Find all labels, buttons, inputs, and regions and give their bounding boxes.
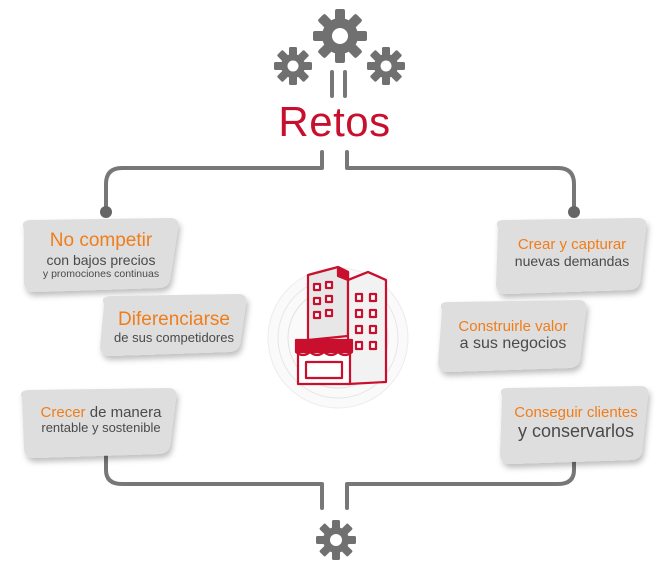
connector-dot-left	[100, 206, 112, 218]
gear-icon	[316, 520, 356, 560]
card-right-1	[496, 218, 647, 294]
store-building-icon	[267, 265, 409, 409]
challenge-card: Diferenciarse de sus competidores	[104, 309, 244, 346]
card-left-3	[20, 388, 177, 458]
connector-lines	[104, 70, 576, 510]
gear-cluster-icon	[274, 9, 405, 85]
challenge-card: Crecer de manera rentable y sostenible	[26, 404, 176, 436]
connector-dot-right	[568, 206, 580, 218]
challenge-highlight: Construirle valor	[458, 318, 568, 335]
challenge-line: nuevas demandas	[514, 253, 630, 270]
challenge-highlight: No competir	[49, 230, 153, 251]
challenge-highlight: Diferenciarse	[118, 309, 230, 330]
challenge-line: de sus competidores	[114, 329, 234, 345]
card-backgrounds	[20, 218, 649, 464]
challenge-highlight: Crecer	[40, 404, 86, 421]
challenge-line: con bajos precios	[46, 251, 156, 268]
challenge-card: Construirle valor a sus negocios	[442, 318, 584, 354]
challenge-highlight: Crear y capturar	[517, 236, 627, 253]
challenge-line: de manera	[85, 404, 162, 421]
challenge-line: y conservarlos	[517, 421, 635, 442]
card-right-3	[500, 386, 649, 464]
challenge-card: No competir con bajos precios y promocio…	[28, 230, 174, 280]
challenge-line: y promociones continuas	[42, 267, 160, 280]
page-title: Retos	[278, 98, 391, 145]
card-right-2	[438, 300, 587, 372]
challenge-line: a sus negocios	[459, 335, 567, 353]
challenge-highlight: Conseguir clientes	[514, 404, 638, 421]
card-left-1	[22, 218, 179, 292]
challenge-line: rentable y sostenible	[41, 420, 161, 436]
challenge-card: Conseguir clientes y conservarlos	[504, 404, 648, 442]
challenge-card: Crear y capturar nuevas demandas	[500, 236, 644, 269]
card-left-2	[100, 294, 247, 356]
